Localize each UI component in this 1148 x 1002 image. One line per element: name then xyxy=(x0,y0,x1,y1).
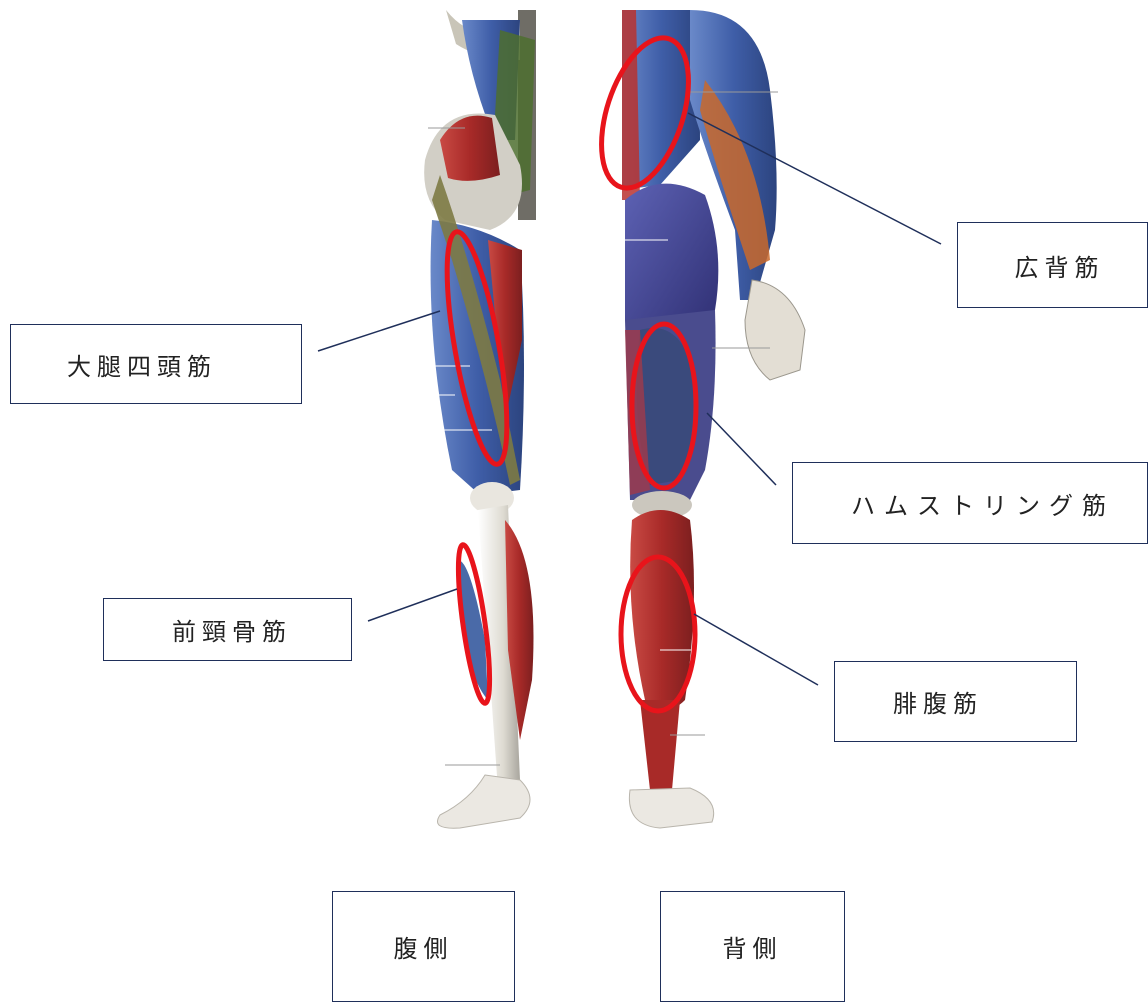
label-latissimus: 広背筋 xyxy=(1015,248,1105,283)
label-box-gastrocnemius: 腓腹筋 xyxy=(834,661,1077,742)
label-box-ventral-side: 腹側 xyxy=(332,891,515,1002)
front-foot xyxy=(438,775,531,828)
back-gluteus-muscle xyxy=(625,184,718,333)
label-dorsal-side: 背側 xyxy=(723,929,783,964)
label-tibialis-anterior: 前頸骨筋 xyxy=(172,612,292,647)
hamstrings-leader xyxy=(707,413,776,485)
gastrocnemius-leader xyxy=(694,614,818,685)
label-box-quadriceps: 大腿四頭筋 xyxy=(10,324,302,404)
label-ventral-side: 腹側 xyxy=(394,929,454,964)
quadriceps-leader xyxy=(318,311,440,351)
label-box-tibialis-anterior: 前頸骨筋 xyxy=(103,598,352,661)
label-hamstrings: ハムストリング筋 xyxy=(851,486,1115,521)
back-gastrocnemius-muscle xyxy=(630,510,694,710)
tibialis-leader xyxy=(368,589,457,621)
label-box-latissimus: 広背筋 xyxy=(957,222,1148,308)
label-box-dorsal-side: 背側 xyxy=(660,891,845,1002)
label-box-hamstrings: ハムストリング筋 xyxy=(792,462,1148,544)
label-quadriceps: 大腿四頭筋 xyxy=(67,347,217,382)
label-gastrocnemius: 腓腹筋 xyxy=(893,684,983,719)
back-foot xyxy=(629,788,713,828)
back-achilles xyxy=(640,700,680,790)
back-hand xyxy=(745,280,805,380)
front-leg-figure xyxy=(424,10,536,828)
